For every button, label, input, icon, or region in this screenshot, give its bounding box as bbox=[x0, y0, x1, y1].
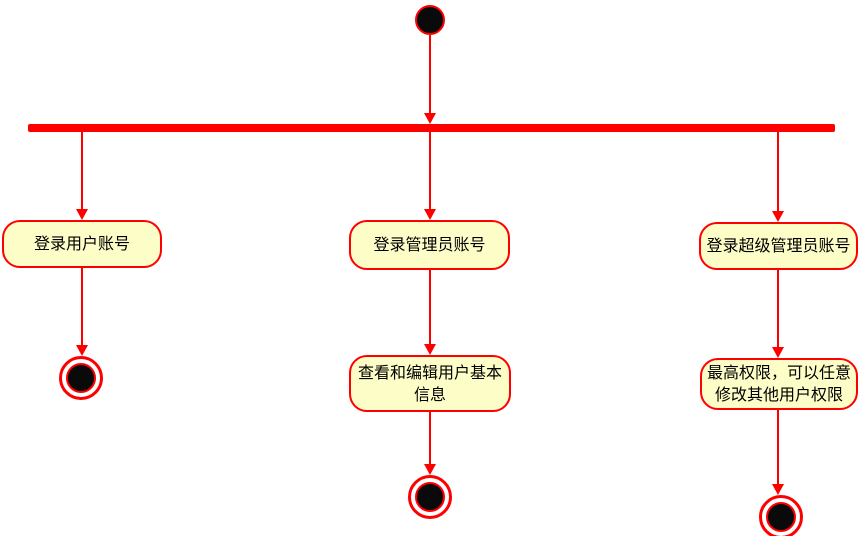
arrow-down-icon bbox=[76, 345, 88, 356]
activity-label: 查看和编辑用户基本信息 bbox=[357, 362, 502, 404]
final-node-admin bbox=[408, 475, 452, 519]
edge-start-to-fork bbox=[429, 35, 431, 113]
final-node-core bbox=[766, 502, 796, 532]
edge-rights-to-final bbox=[777, 410, 779, 484]
final-node-core bbox=[66, 363, 96, 393]
fork-bar bbox=[28, 124, 835, 132]
arrow-down-icon bbox=[772, 347, 784, 358]
activity-superadmin-rights: 最高权限，可以任意修改其他用户权限 bbox=[700, 358, 858, 410]
edge-view-edit-to-final bbox=[429, 412, 431, 464]
activity-label: 登录用户账号 bbox=[33, 234, 130, 253]
edge-login-admin-to-view-edit bbox=[429, 270, 431, 344]
activity-label: 最高权限，可以任意修改其他用户权限 bbox=[706, 363, 851, 404]
final-node-core bbox=[415, 482, 445, 512]
arrow-down-icon bbox=[424, 209, 436, 220]
arrow-down-icon bbox=[76, 209, 88, 220]
edge-login-superadmin-to-rights bbox=[777, 270, 779, 347]
arrow-down-icon bbox=[424, 344, 436, 355]
activity-view-edit-user-info: 查看和编辑用户基本信息 bbox=[349, 355, 511, 412]
arrow-down-icon bbox=[772, 484, 784, 495]
arrow-down-icon bbox=[424, 464, 436, 475]
arrow-down-icon bbox=[424, 113, 436, 124]
edge-fork-to-login-admin bbox=[429, 132, 431, 209]
initial-node bbox=[415, 5, 445, 35]
edge-login-user-to-final bbox=[81, 268, 83, 345]
final-node-user bbox=[59, 356, 103, 400]
arrow-down-icon bbox=[772, 211, 784, 222]
final-node-superadmin bbox=[759, 495, 803, 536]
edge-fork-to-login-user bbox=[81, 132, 83, 209]
activity-label: 登录超级管理员账号 bbox=[706, 236, 851, 255]
activity-login-user-account: 登录用户账号 bbox=[2, 220, 162, 268]
edge-fork-to-login-superadmin bbox=[777, 132, 779, 211]
activity-label: 登录管理员账号 bbox=[373, 235, 486, 254]
activity-login-admin-account: 登录管理员账号 bbox=[349, 220, 510, 270]
activity-login-superadmin-account: 登录超级管理员账号 bbox=[699, 222, 858, 270]
